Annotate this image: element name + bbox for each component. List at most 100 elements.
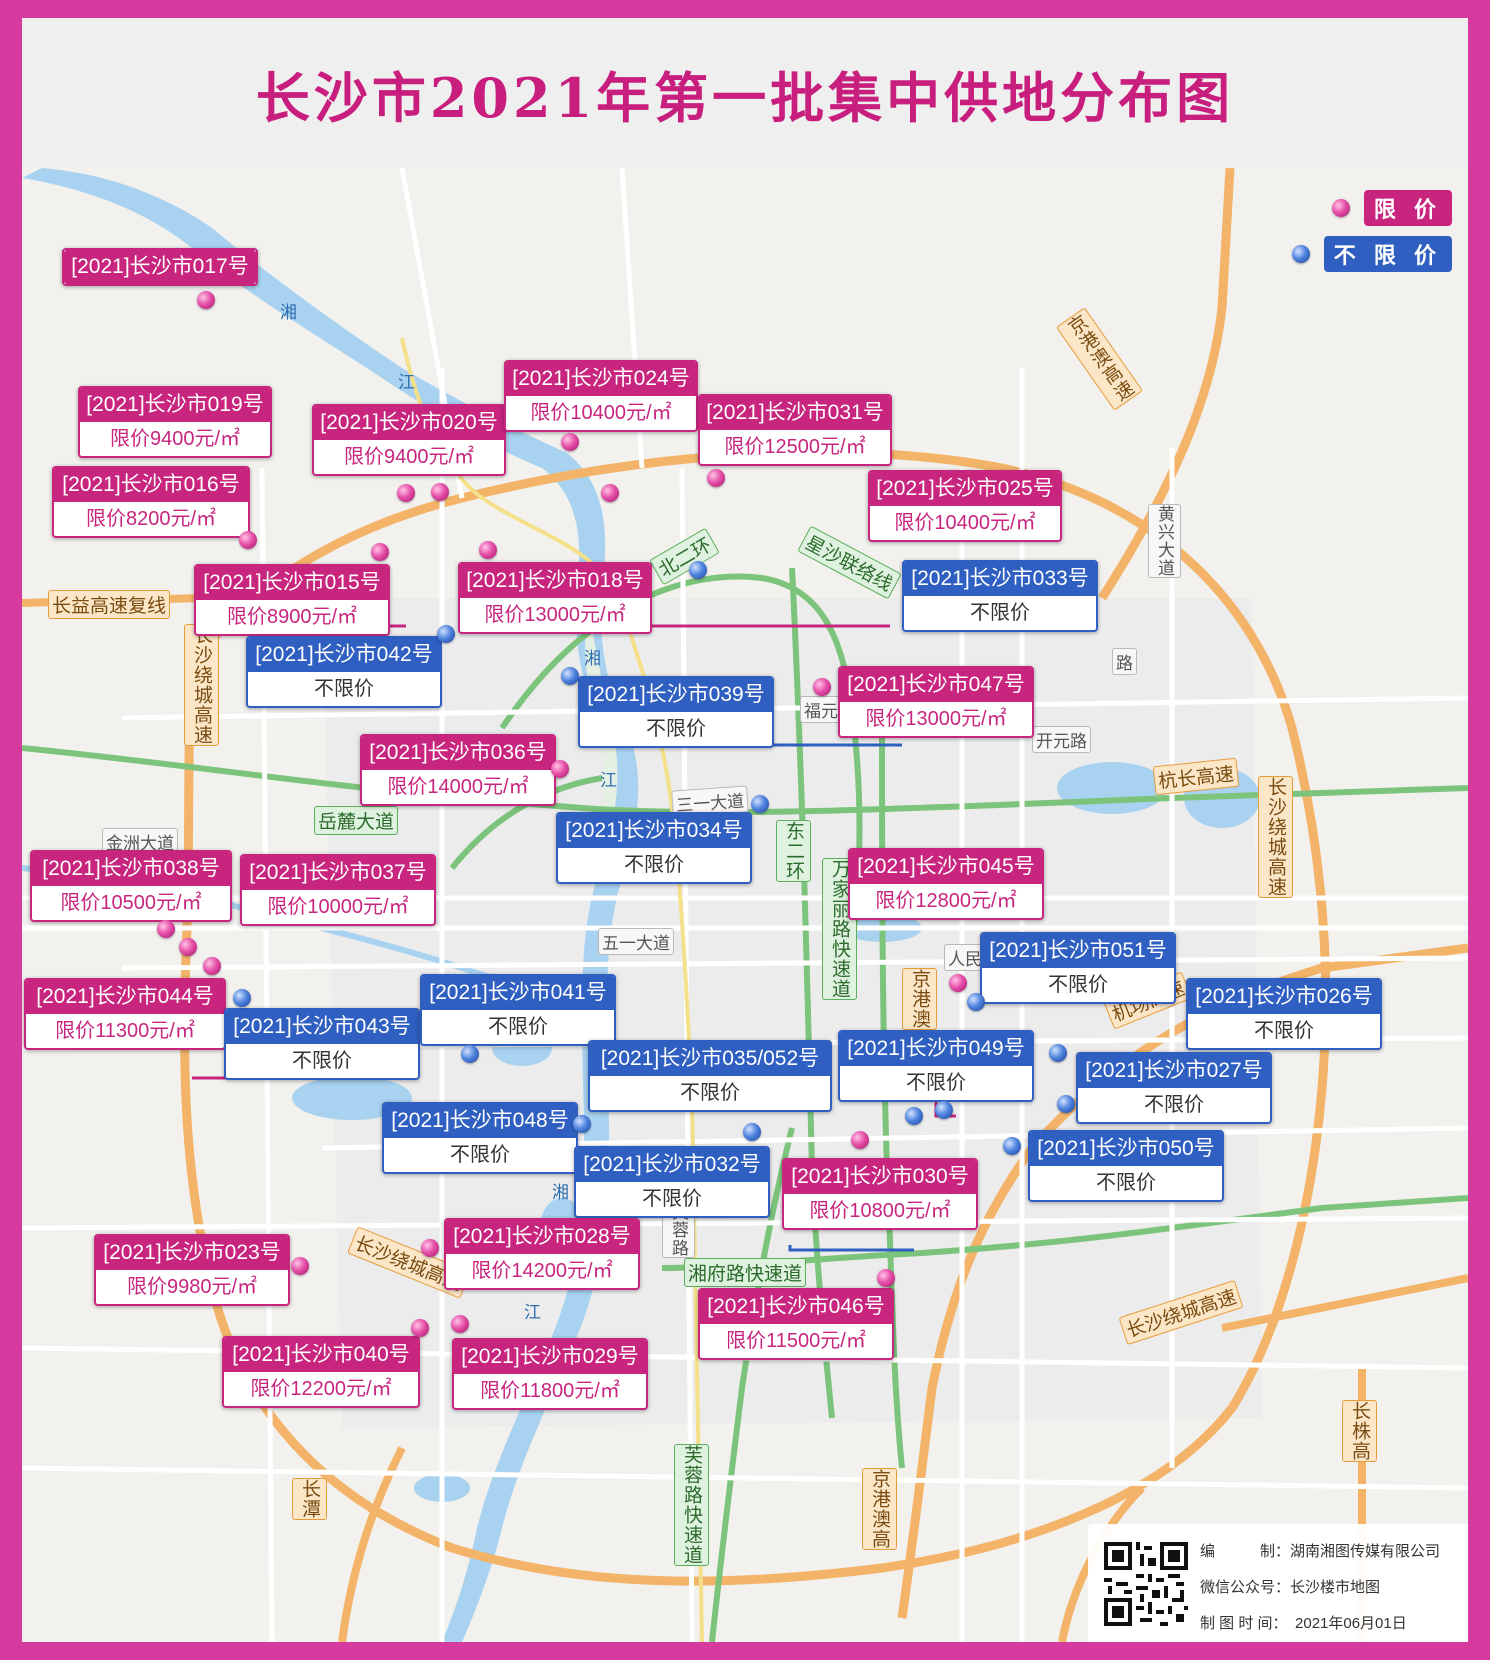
- parcel-price: 不限价: [1144, 1094, 1204, 1116]
- parcel-price: 限价9980元/㎡: [126, 1276, 258, 1298]
- parcel-marker-icon[interactable]: [551, 760, 569, 778]
- parcel-price: 限价14200元/㎡: [471, 1260, 613, 1282]
- parcel-card[interactable]: [2021]长沙市038号限价10500元/㎡: [30, 850, 232, 922]
- parcel-card[interactable]: [2021]长沙市042号不限价: [246, 636, 442, 708]
- parcel-card[interactable]: [2021]长沙市039号不限价: [578, 676, 774, 748]
- parcel-code: [2021]长沙市047号: [840, 668, 1032, 702]
- parcel-price: 限价9400元/㎡: [109, 428, 241, 450]
- parcel-card[interactable]: [2021]长沙市035/052号不限价: [588, 1040, 832, 1112]
- parcel-code: [2021]长沙市041号: [422, 976, 614, 1010]
- parcel-card[interactable]: [2021]长沙市036号限价14000元/㎡: [360, 734, 556, 806]
- parcel-marker-icon[interactable]: [573, 1115, 591, 1133]
- parcel-marker-icon[interactable]: [877, 1269, 895, 1287]
- parcel-marker-icon[interactable]: [421, 1239, 439, 1257]
- parcel-card[interactable]: [2021]长沙市048号不限价: [382, 1102, 578, 1174]
- parcel-card[interactable]: [2021]长沙市019号限价9400元/㎡: [78, 386, 272, 458]
- parcel-card[interactable]: [2021]长沙市051号不限价: [980, 932, 1176, 1004]
- parcel-card[interactable]: [2021]长沙市020号限价9400元/㎡: [312, 404, 506, 476]
- parcel-card[interactable]: [2021]长沙市017号: [62, 248, 258, 286]
- parcel-marker-icon[interactable]: [397, 484, 415, 502]
- parcel-card[interactable]: [2021]长沙市037号限价10000元/㎡: [240, 854, 436, 926]
- parcel-price: 不限价: [646, 718, 706, 740]
- parcel-marker-icon[interactable]: [851, 1131, 869, 1149]
- parcel-code: [2021]长沙市019号: [80, 388, 270, 422]
- parcel-marker-icon[interactable]: [967, 993, 985, 1011]
- parcel-card[interactable]: [2021]长沙市050号不限价: [1028, 1130, 1224, 1202]
- parcel-price: 不限价: [1254, 1020, 1314, 1042]
- parcel-card[interactable]: [2021]长沙市027号不限价: [1076, 1052, 1272, 1124]
- parcel-marker-icon[interactable]: [561, 667, 579, 685]
- parcel-card[interactable]: [2021]长沙市033号不限价: [902, 560, 1098, 632]
- parcel-card[interactable]: [2021]长沙市049号不限价: [838, 1030, 1034, 1102]
- parcel-marker-icon[interactable]: [239, 531, 257, 549]
- parcel-card[interactable]: [2021]长沙市043号不限价: [224, 1008, 420, 1080]
- parcel-card[interactable]: [2021]长沙市023号限价9980元/㎡: [94, 1234, 290, 1306]
- parcel-marker-icon[interactable]: [461, 1045, 479, 1063]
- parcel-marker-icon[interactable]: [431, 483, 449, 501]
- legend: 限 价 不 限 价: [1291, 190, 1452, 282]
- parcel-marker-icon[interactable]: [479, 541, 497, 559]
- parcel-price: 不限价: [970, 602, 1030, 624]
- parcel-card[interactable]: [2021]长沙市044号限价11300元/㎡: [24, 978, 226, 1050]
- qr-code-icon[interactable]: [1100, 1538, 1192, 1630]
- parcel-card[interactable]: [2021]长沙市025号限价10400元/㎡: [868, 470, 1062, 542]
- parcel-card[interactable]: [2021]长沙市047号限价13000元/㎡: [838, 666, 1034, 738]
- parcel-marker-icon[interactable]: [601, 484, 619, 502]
- parcel-card[interactable]: [2021]长沙市016号限价8200元/㎡: [52, 466, 250, 538]
- parcel-marker-icon[interactable]: [371, 543, 389, 561]
- header: 长沙市2021年第一批集中供地分布图: [22, 18, 1468, 168]
- parcel-marker-icon[interactable]: [179, 938, 197, 956]
- parcel-marker-icon[interactable]: [1049, 1044, 1067, 1062]
- road-label: 开元路: [1032, 726, 1091, 753]
- road-label: 长沙绕城高速: [1258, 776, 1293, 898]
- parcel-code: [2021]长沙市048号: [384, 1104, 576, 1138]
- parcel-card[interactable]: [2021]长沙市030号限价10800元/㎡: [782, 1158, 978, 1230]
- parcel-price: 限价11800元/㎡: [480, 1380, 620, 1402]
- parcel-code: [2021]长沙市044号: [26, 980, 224, 1014]
- parcel-card[interactable]: [2021]长沙市034号不限价: [556, 812, 752, 884]
- unlimited-marker-icon: [1291, 245, 1310, 263]
- parcel-card[interactable]: [2021]长沙市028号限价14200元/㎡: [444, 1218, 640, 1290]
- map-canvas[interactable]: 京港澳高速长益高速复线长沙绕城高速北二环星沙联络线黄兴大道开元路杭长高速长沙绕城…: [22, 168, 1468, 1642]
- parcel-card[interactable]: [2021]长沙市046号限价11500元/㎡: [698, 1288, 894, 1360]
- page-title: 长沙市2021年第一批集中供地分布图: [255, 65, 1235, 130]
- road-label: 芙蓉路快速道: [674, 1444, 709, 1566]
- parcel-price: 限价9400元/㎡: [343, 446, 475, 468]
- parcel-marker-icon[interactable]: [1057, 1095, 1075, 1113]
- parcel-marker-icon[interactable]: [197, 291, 215, 309]
- parcel-marker-icon[interactable]: [203, 957, 221, 975]
- parcel-marker-icon[interactable]: [411, 1319, 429, 1337]
- parcel-marker-icon[interactable]: [291, 1257, 309, 1275]
- road-label: 京港澳: [902, 968, 937, 1030]
- parcel-code: [2021]长沙市043号: [226, 1010, 418, 1044]
- parcel-marker-icon[interactable]: [707, 469, 725, 487]
- river-label: 江: [398, 373, 415, 392]
- parcel-marker-icon[interactable]: [905, 1107, 923, 1125]
- parcel-marker-icon[interactable]: [689, 561, 707, 579]
- parcel-marker-icon[interactable]: [813, 678, 831, 696]
- parcel-card[interactable]: [2021]长沙市015号限价8900元/㎡: [194, 564, 390, 636]
- parcel-code: [2021]长沙市040号: [224, 1338, 418, 1372]
- parcel-code: [2021]长沙市016号: [54, 468, 248, 502]
- parcel-card[interactable]: [2021]长沙市040号限价12200元/㎡: [222, 1336, 420, 1408]
- parcel-card[interactable]: [2021]长沙市024号限价10400元/㎡: [504, 360, 698, 432]
- parcel-card[interactable]: [2021]长沙市032号不限价: [574, 1146, 770, 1218]
- parcel-marker-icon[interactable]: [1003, 1137, 1021, 1155]
- parcel-card[interactable]: [2021]长沙市029号限价11800元/㎡: [452, 1338, 648, 1410]
- legend-limited-label: 限 价: [1363, 190, 1452, 226]
- parcel-marker-icon[interactable]: [451, 1315, 469, 1333]
- parcel-card[interactable]: [2021]长沙市018号限价13000元/㎡: [458, 562, 652, 634]
- parcel-marker-icon[interactable]: [949, 974, 967, 992]
- parcel-marker-icon[interactable]: [233, 989, 251, 1007]
- parcel-marker-icon[interactable]: [935, 1101, 953, 1119]
- road-label: 东二环: [776, 820, 811, 882]
- parcel-card[interactable]: [2021]长沙市031号限价12500元/㎡: [698, 394, 892, 466]
- parcel-card[interactable]: [2021]长沙市041号不限价: [420, 974, 616, 1046]
- parcel-marker-icon[interactable]: [561, 433, 579, 451]
- parcel-card[interactable]: [2021]长沙市045号限价12800元/㎡: [848, 848, 1044, 920]
- parcel-marker-icon[interactable]: [157, 920, 175, 938]
- parcel-marker-icon[interactable]: [743, 1123, 761, 1141]
- parcel-card[interactable]: [2021]长沙市026号不限价: [1186, 978, 1382, 1050]
- parcel-marker-icon[interactable]: [437, 625, 455, 643]
- parcel-marker-icon[interactable]: [751, 795, 769, 813]
